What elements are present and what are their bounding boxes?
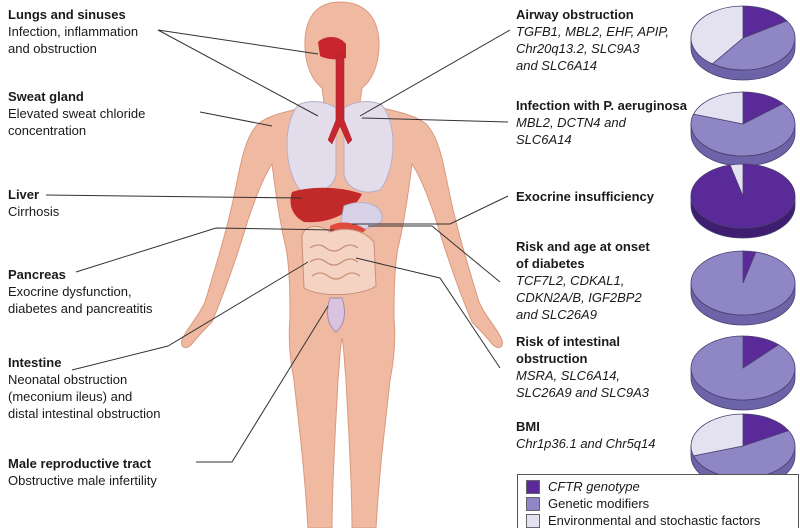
organ-desc: diabetes and pancreatitis [8, 301, 153, 316]
legend-swatch-environment [526, 513, 540, 528]
organ-desc: Infection, inflammation [8, 24, 139, 39]
legend: CFTR genotype Genetic modifiers Environm… [517, 474, 799, 528]
pie-slice-cftr [742, 5, 788, 39]
organ-desc: Elevated sweat chloride [8, 106, 146, 121]
leader-lines [45, 29, 511, 463]
pie-slice-modifiers [690, 103, 796, 157]
trait-genes: TCF7L2, CDKAL1, [516, 273, 625, 288]
trait-airway: Airway obstruction TGFB1, MBL2, EHF, API… [516, 6, 669, 74]
leader-liver [45, 194, 303, 199]
trait-genes: MBL2, DCTN4 and [516, 115, 626, 130]
trait-title: Infection with P. aeruginosa [516, 98, 687, 113]
organ-desc: distal intestinal obstruction [8, 406, 161, 421]
leader-obstruction [355, 257, 501, 369]
organ-title: Sweat gland [8, 89, 84, 104]
trait-title: Airway obstruction [516, 7, 634, 22]
trait-genes: Chr1p36.1 and Chr5q14 [516, 436, 656, 451]
organ-lungs: Lungs and sinuses Infection, inflammatio… [8, 6, 138, 57]
organ-desc: (meconium ileus) and [8, 389, 133, 404]
trait-genes: CDKN2A/B, IGF2BP2 [516, 290, 642, 305]
pie-slice-modifiers [711, 20, 796, 71]
organ-title: Male reproductive tract [8, 456, 152, 471]
trait-infection: Infection with P. aeruginosa MBL2, DCTN4… [516, 97, 687, 148]
leader-sinus [157, 29, 319, 55]
organ-title: Lungs and sinuses [8, 7, 126, 22]
leader-sweat [199, 111, 273, 127]
leader-lung [157, 29, 319, 117]
organ-desc: concentration [8, 123, 87, 138]
pie-slice-cftr [742, 413, 790, 447]
organ-reproductive: Male reproductive tract Obstructive male… [8, 455, 157, 489]
legend-swatch-cftr [526, 479, 540, 494]
trait-title: BMI [516, 419, 540, 434]
intestine-coils [309, 244, 361, 280]
sinus [318, 37, 346, 60]
liver-organ [290, 187, 362, 223]
pie-chart [690, 163, 796, 239]
organ-title: Intestine [8, 355, 62, 370]
legend-item-modifiers: Genetic modifiers [526, 495, 790, 512]
trait-genes: SLC26A9 and SLC9A3 [516, 385, 649, 400]
organ-intestine: Intestine Neonatal obstruction (meconium… [8, 354, 160, 422]
legend-label: CFTR genotype [548, 478, 640, 494]
trachea [327, 55, 353, 145]
trait-diabetes: Risk and age at onset of diabetes TCF7L2… [516, 238, 650, 323]
pie-slice-modifiers [690, 250, 796, 316]
trait-exocrine: Exocrine insufficiency [516, 188, 654, 205]
organ-desc: Neonatal obstruction [8, 372, 128, 387]
pie-slice-environment [690, 413, 744, 457]
leader-diabetes [368, 225, 501, 283]
pie-slice-environment [690, 5, 744, 65]
organ-desc: Obstructive male infertility [8, 473, 157, 488]
pie-chart [690, 250, 796, 326]
trait-bmi: BMI Chr1p36.1 and Chr5q14 [516, 418, 656, 452]
legend-label: Genetic modifiers [548, 495, 650, 511]
trait-genes: TGFB1, MBL2, EHF, APIP, [516, 24, 669, 39]
trait-genes: Chr20q13.2, SLC9A3 [516, 41, 640, 56]
legend-swatch-modifiers [526, 496, 540, 511]
organ-desc: Exocrine dysfunction, [8, 284, 132, 299]
pie-chart [690, 5, 796, 81]
leader-reproductive [196, 305, 329, 463]
trait-title-2: obstruction [516, 351, 588, 366]
right-lung [343, 101, 394, 193]
leader-intestine [71, 261, 309, 371]
pie-slice-modifiers [690, 335, 796, 401]
trait-title: Risk and age at onset [516, 239, 650, 254]
pie-slice-environment [729, 163, 744, 197]
legend-label: Environmental and stochastic factors [548, 512, 761, 528]
leader-pancreas [75, 227, 335, 273]
trait-genes: MSRA, SLC6A14, [516, 368, 621, 383]
legend-item-environment: Environmental and stochastic factors [526, 512, 790, 529]
intestine-organ [301, 225, 377, 296]
organ-liver: Liver Cirrhosis [8, 186, 59, 220]
reproductive-organ [327, 297, 345, 333]
organ-title: Liver [8, 187, 40, 202]
trait-title: Exocrine insufficiency [516, 189, 654, 204]
trait-genes: and SLC26A9 [516, 307, 597, 322]
trait-genes: SLC6A14 [516, 132, 572, 147]
organ-desc: and obstruction [8, 41, 97, 56]
pie-chart [690, 91, 796, 167]
trait-intestinal-obstruction: Risk of intestinal obstruction MSRA, SLC… [516, 333, 649, 401]
trait-title-2: of diabetes [516, 256, 585, 271]
organ-desc: Cirrhosis [8, 204, 60, 219]
leader-infection [361, 117, 509, 123]
leader-exocrine [352, 195, 509, 225]
pie-slice-environment [692, 91, 744, 125]
legend-item-cftr: CFTR genotype [526, 478, 790, 495]
organ-title: Pancreas [8, 267, 66, 282]
organ-sweat-gland: Sweat gland Elevated sweat chloride conc… [8, 88, 145, 139]
organ-pancreas: Pancreas Exocrine dysfunction, diabetes … [8, 266, 153, 317]
trait-genes: and SLC6A14 [516, 58, 597, 73]
leader-airway [359, 29, 511, 117]
pie-chart [690, 335, 796, 411]
trait-title: Risk of intestinal [516, 334, 621, 349]
